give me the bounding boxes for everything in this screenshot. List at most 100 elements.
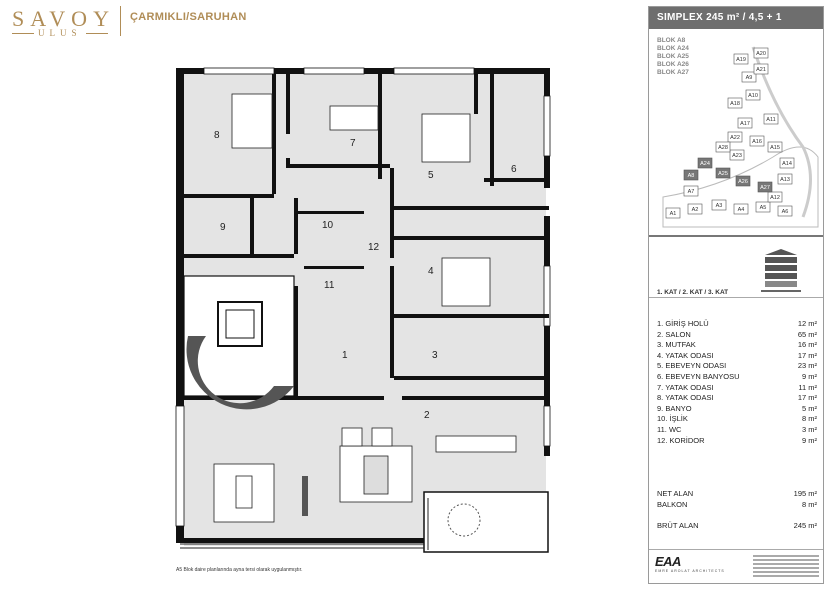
room-name: 7. YATAK ODASI bbox=[657, 382, 714, 392]
site-block-a1: A1 bbox=[665, 207, 681, 219]
site-block-a27: A27 bbox=[757, 181, 773, 193]
block-item: BLOK A26 bbox=[657, 61, 689, 68]
floor-plan: 1 2 3 4 5 6 7 8 9 10 11 12 bbox=[175, 67, 551, 553]
site-block-label: A28 bbox=[718, 145, 728, 151]
floor-label: 1. KAT / 2. KAT / 3. KAT bbox=[657, 289, 729, 296]
site-block-label: A17 bbox=[740, 121, 750, 127]
room-label-8: 8 bbox=[214, 130, 220, 141]
room-name: 12. KORİDOR bbox=[657, 435, 705, 445]
disclaimer-fine-print bbox=[753, 555, 819, 579]
room-label-12: 12 bbox=[368, 242, 380, 253]
site-block-label: A14 bbox=[782, 161, 792, 167]
room-area: 65 m² bbox=[797, 329, 817, 339]
totals-gap bbox=[657, 510, 817, 520]
site-block-a2: A2 bbox=[687, 203, 703, 215]
architect-logo: EAA bbox=[655, 554, 681, 569]
block-list: BLOK A8 BLOK A24 BLOK A25 BLOK A26 BLOK … bbox=[657, 37, 689, 77]
site-block-a25: A25 bbox=[715, 167, 731, 179]
room-name: 5. EBEVEYN ODASI bbox=[657, 361, 727, 371]
balcony-value: 8 m² bbox=[802, 500, 817, 509]
room-area: 17 m² bbox=[797, 393, 817, 403]
site-block-a24: A24 bbox=[697, 157, 713, 169]
site-block-label: A22 bbox=[730, 135, 740, 141]
site-block-a11: A11 bbox=[763, 113, 779, 125]
site-block-a8: A8 bbox=[683, 169, 699, 181]
block-item: BLOK A27 bbox=[657, 69, 689, 76]
room-row: 3. MUTFAK 16 m² bbox=[657, 340, 817, 351]
site-block-label: A27 bbox=[760, 185, 770, 191]
site-block-label: A7 bbox=[688, 189, 695, 195]
header-divider bbox=[120, 6, 121, 36]
site-block-label: A8 bbox=[688, 173, 695, 179]
room-area: 12 m² bbox=[797, 319, 817, 328]
brand-sub: ULUS bbox=[38, 28, 82, 38]
interior-walls bbox=[184, 74, 549, 400]
site-block-label: A21 bbox=[756, 67, 766, 73]
balcony-label: BALKON bbox=[657, 500, 688, 509]
logo-rule-left bbox=[12, 33, 34, 34]
savoy-logo: SAVOY ULUS bbox=[0, 0, 118, 44]
site-block-a9: A9 bbox=[741, 71, 757, 83]
panel-divider bbox=[649, 235, 823, 237]
site-block-a28: A28 bbox=[715, 141, 731, 153]
gross-area-label: BRÜT ALAN bbox=[657, 521, 699, 530]
site-block-label: A15 bbox=[770, 145, 780, 151]
architect-name: EMRE AROLAT ARCHITECTS bbox=[655, 569, 725, 573]
staircase bbox=[183, 275, 295, 410]
site-block-label: A9 bbox=[746, 75, 753, 81]
room-label-5: 5 bbox=[428, 170, 434, 181]
logo-rule-right bbox=[86, 33, 108, 34]
building-floor-icon bbox=[761, 249, 801, 292]
site-block-label: A4 bbox=[738, 207, 745, 213]
room-label-3: 3 bbox=[432, 350, 438, 361]
site-block-label: A20 bbox=[756, 51, 766, 57]
room-area: 9 m² bbox=[802, 371, 817, 381]
room-row: 9. BANYO 5 m² bbox=[657, 404, 817, 415]
balcony-row: BALKON 8 m² bbox=[657, 499, 817, 510]
site-block-label: A5 bbox=[760, 205, 767, 211]
site-block-a6: A6 bbox=[777, 205, 793, 217]
plan-note: A5 Blok daire planlarında ayna tersi ola… bbox=[176, 567, 303, 573]
room-name: 11. WC bbox=[657, 424, 682, 434]
balcony bbox=[180, 491, 549, 553]
room-label-9: 9 bbox=[220, 222, 226, 233]
block-item: BLOK A24 bbox=[657, 45, 689, 52]
site-block-label: A16 bbox=[752, 139, 762, 145]
room-name: 9. BANYO bbox=[657, 403, 692, 413]
furniture-living bbox=[213, 427, 517, 523]
room-area: 16 m² bbox=[797, 340, 817, 350]
site-block-a19: A19 bbox=[733, 53, 749, 65]
room-area: 5 m² bbox=[802, 403, 817, 413]
panel-divider bbox=[649, 549, 823, 550]
site-block-a23: A23 bbox=[729, 149, 745, 161]
site-block-a4: A4 bbox=[733, 203, 749, 215]
site-block-a5: A5 bbox=[755, 201, 771, 213]
room-label-2: 2 bbox=[424, 410, 430, 421]
block-item: BLOK A8 bbox=[657, 37, 686, 44]
site-block-label: A2 bbox=[692, 207, 699, 213]
location-title: ÇARMIKLI/SARUHAN bbox=[130, 11, 247, 23]
room-label-6: 6 bbox=[511, 164, 517, 175]
site-block-a18: A18 bbox=[727, 97, 743, 109]
site-block-a10: A10 bbox=[745, 89, 761, 101]
site-block-a26: A26 bbox=[735, 175, 751, 187]
room-name: 3. MUTFAK bbox=[657, 340, 696, 350]
site-block-a15: A15 bbox=[767, 141, 783, 153]
site-block-a20: A20 bbox=[753, 47, 769, 59]
windows bbox=[175, 67, 551, 527]
site-block-label: A1 bbox=[670, 211, 677, 217]
